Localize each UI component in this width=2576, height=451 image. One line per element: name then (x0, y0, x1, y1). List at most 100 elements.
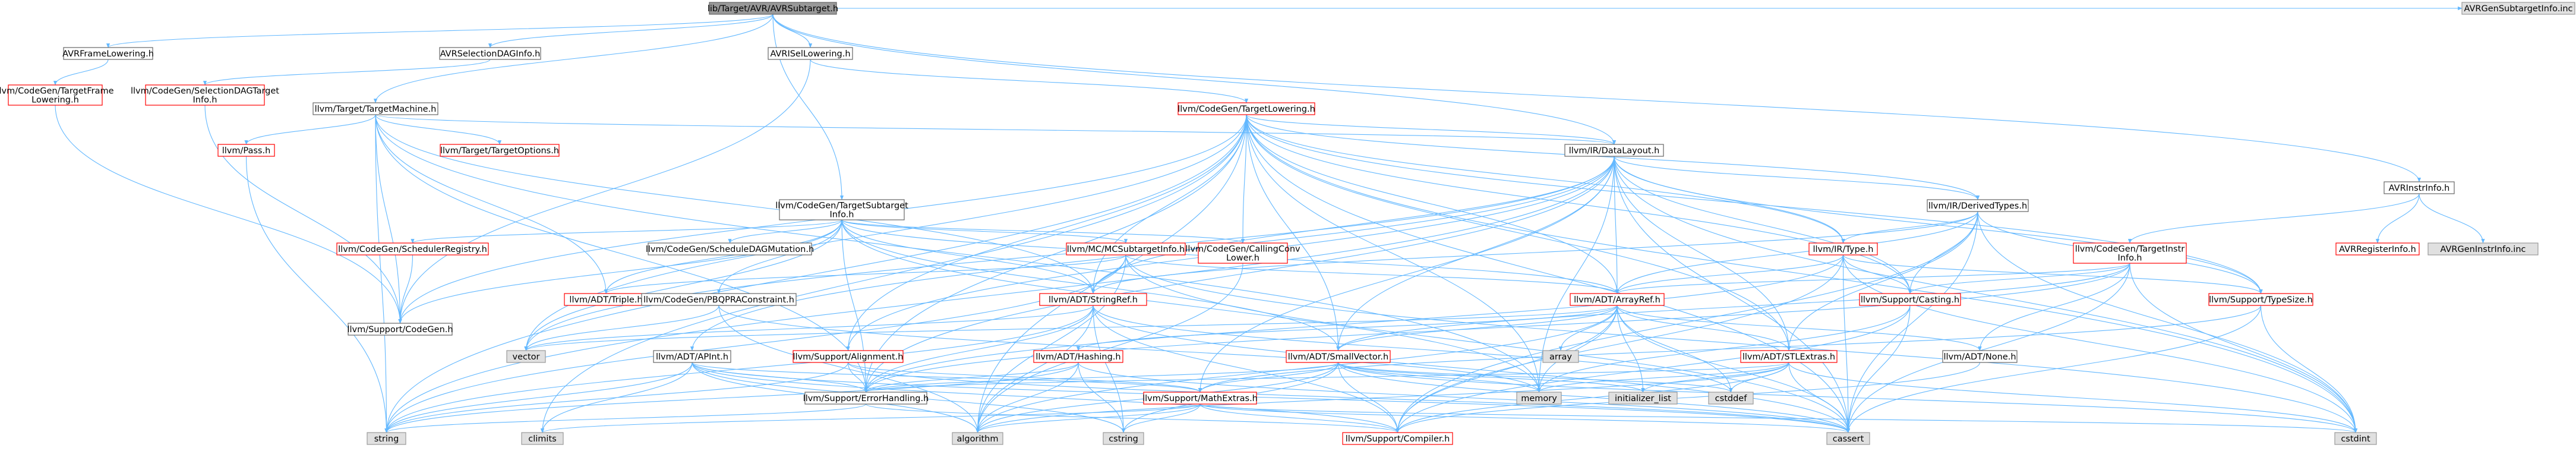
graph-node[interactable]: llvm/Support/Compiler.h (1342, 432, 1453, 445)
edge-mathext-to-climits (541, 403, 1201, 433)
edge-stlextras-to-initlist (1641, 362, 1789, 393)
graph-node-label: llvm/ADT/SmallVector.h (1288, 352, 1388, 362)
graph-node-label: llvm/ADT/APInt.h (656, 352, 728, 362)
edge-tli-to-typesize (1246, 114, 2263, 294)
edge-pass-to-string (245, 156, 389, 433)
edge-mcsub-to-triple (604, 254, 1126, 294)
edge-stringref-to-cassert (1093, 305, 1850, 433)
graph-node[interactable]: llvm/ADT/Hashing.h (1033, 350, 1123, 363)
edge-smallvec-to-mathext (1198, 362, 1339, 393)
graph-node[interactable]: llvm/CodeGen/ScheduleDAGMutation.h (646, 242, 814, 256)
graph-node-label: llvm/CodeGen/ScheduleDAGMutation.h (646, 245, 814, 254)
graph-node-label: cstddef (1715, 394, 1748, 403)
graph-node[interactable]: llvm/ADT/ArrayRef.h (1570, 293, 1665, 306)
graph-node[interactable]: llvm/ADT/STLExtras.h (1740, 350, 1838, 363)
edge-tm-to-stringref (375, 114, 1096, 294)
graph-node[interactable]: llvm/ADT/StringRef.h (1039, 293, 1147, 306)
edge-tli-to-alignment (846, 114, 1247, 351)
edge-root-to-dl (772, 14, 1616, 145)
graph-node[interactable]: llvm/MC/MCSubtargetInfo.h (1066, 242, 1186, 256)
edge-arrayref-to-array (1558, 305, 1618, 351)
graph-node[interactable]: llvm/Target/TargetMachine.h (312, 102, 438, 115)
graph-node-box (2073, 242, 2187, 264)
edge-mcsub-to-string (384, 254, 1126, 433)
edge-mcsub-to-cstdint (1125, 254, 2357, 433)
graph-node: cstring (1103, 432, 1144, 445)
edge-typesize-to-mathext (1198, 305, 2262, 393)
edge-alignment-to-cassert (847, 362, 1850, 433)
edge-arrayref-to-hashing (1077, 305, 1618, 351)
graph-node-label: cassert (1833, 434, 1864, 444)
graph-node[interactable]: llvm/ADT/SmallVector.h (1286, 350, 1391, 363)
graph-node-box (1570, 293, 1665, 306)
graph-node[interactable]: AVRISelLowering.h (768, 47, 853, 60)
graph-node[interactable]: llvm/IR/DerivedTypes.h (1927, 199, 2029, 212)
graph-node[interactable]: AVRRegisterInfo.h (2335, 242, 2420, 256)
edge-stringref-to-string (384, 305, 1094, 433)
graph-node[interactable]: llvm/IR/DataLayout.h (1564, 144, 1664, 157)
graph-node-box (440, 144, 560, 157)
graph-node-box (779, 199, 905, 220)
graph-node: cstddef (1708, 392, 1754, 405)
graph-node-label: llvm/ADT/Hashing.h (1036, 352, 1120, 362)
graph-node-box (348, 323, 453, 336)
graph-node[interactable]: llvm/Pass.h (217, 144, 275, 157)
graph-node[interactable]: llvm/CodeGen/PBQPRAConstraint.h (641, 293, 797, 306)
graph-node-box (1608, 392, 1678, 405)
graph-node[interactable]: llvm/ADT/Triple.h (564, 293, 648, 306)
graph-node[interactable]: llvm/Support/ErrorHandling.h (803, 392, 929, 405)
graph-node-label: llvm/Support/Alignment.h (793, 352, 904, 362)
edge-tsub-to-vector (524, 219, 842, 351)
graph-node[interactable]: llvm/CodeGen/SchedulerRegistry.h (336, 242, 489, 256)
edge-irtype-to-compiler (1396, 254, 1844, 433)
edge-irtype-to-arrayref (1615, 254, 1844, 294)
graph-node[interactable]: AVRFrameLowering.h (62, 47, 154, 60)
edge-derived-to-arrayref (1615, 211, 1978, 294)
graph-node-box (1066, 242, 1186, 256)
edge-tli-to-cassert (1246, 114, 1851, 433)
graph-node-box (1942, 350, 2018, 363)
graph-node-label: llvm/Support/Casting.h (1861, 295, 1959, 305)
graph-node[interactable]: llvm/CodeGen/TargetLowering.h (1177, 102, 1315, 115)
edge-apint-to-string (384, 362, 693, 433)
graph-node[interactable]: llvm/Support/Casting.h (1859, 293, 1961, 306)
graph-node-label: llvm/Target/TargetOptions.h (440, 146, 559, 156)
edge-stlextras-to-cstdint (1788, 362, 2357, 433)
graph-node[interactable]: llvm/Support/TypeSize.h (2208, 293, 2313, 306)
graph-node-label: llvm/ADT/ArrayRef.h (1574, 295, 1660, 305)
graph-node[interactable]: llvm/Support/CodeGen.h (347, 323, 453, 336)
graph-node: initializer_list (1608, 392, 1678, 405)
graph-node-box (1177, 102, 1315, 115)
graph-node-label: initializer_list (1615, 394, 1671, 403)
graph-node[interactable]: llvm/Target/TargetOptions.h (440, 144, 560, 157)
graph-node[interactable]: llvm/ADT/APInt.h (653, 350, 731, 363)
edge-dl-to-memory (1537, 156, 1615, 393)
graph-node-label: Info.h (2118, 254, 2142, 263)
edge-dl-to-cassert (1614, 156, 1851, 433)
graph-node[interactable]: llvm/Support/Alignment.h (793, 350, 904, 363)
edge-tli-to-vector (524, 114, 1247, 351)
edge-tsub-to-triple (604, 219, 842, 294)
edge-dl-to-smallvec (1336, 156, 1615, 351)
edge-tsub-to-schedreg (411, 219, 842, 244)
graph-node[interactable]: AVRInstrInfo.h (2384, 181, 2455, 194)
edge-root-to-instrinfo (772, 14, 2421, 182)
edge-apint-to-mathext (692, 362, 1202, 393)
graph-node[interactable]: lib/Target/AVR/AVRSubtarget.h (708, 2, 838, 15)
graph-node[interactable]: llvm/Support/MathExtras.h (1142, 392, 1258, 405)
edge-errh-to-string (384, 403, 867, 433)
graph-node[interactable]: llvm/IR/Type.h (1808, 242, 1878, 256)
edge-pbqp-to-vector (524, 305, 719, 351)
graph-node[interactable]: llvm/ADT/None.h (1942, 350, 2018, 363)
edge-tli-to-string (384, 114, 1247, 433)
graph-node-box (1708, 392, 1754, 405)
graph-node[interactable]: AVRSelectionDAGInfo.h (439, 47, 541, 60)
graph-node-box (63, 47, 153, 60)
graph-node-label: cstdint (2341, 434, 2370, 444)
edge-derived-to-stringref (1091, 211, 1978, 294)
